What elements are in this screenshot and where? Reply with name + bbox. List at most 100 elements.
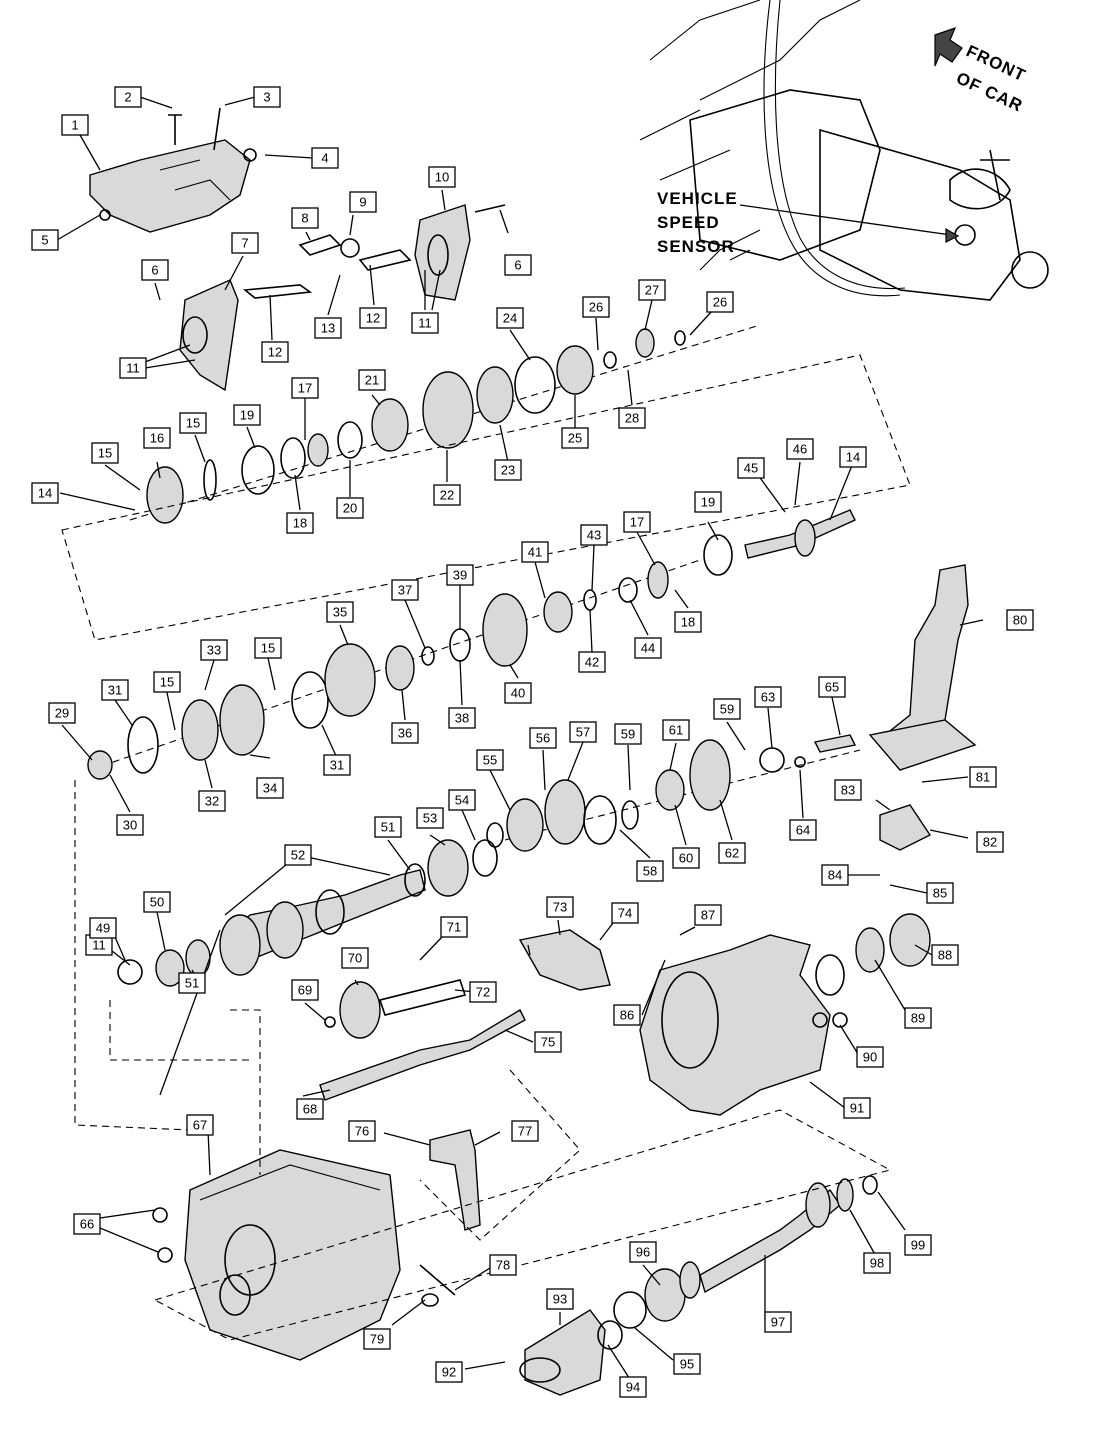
part-label-18-1: 18 [286,512,314,534]
part-label-box [521,541,549,563]
part-label-box [582,296,610,318]
part-label-17-2: 17 [623,511,651,533]
leader-lines [56,96,984,1385]
part-label-box [904,1234,932,1256]
part-label-7: 7 [231,232,259,254]
part-label-box [489,1254,517,1276]
part-label-box [253,86,281,108]
part-label-box [821,864,849,886]
part-label-text: 95 [680,1357,694,1372]
part-label-57: 57 [569,721,597,743]
part-label-box [618,407,646,429]
part-label-box [614,723,642,745]
vehicle-speed-sensor-label-line2: SPEED [657,213,720,232]
part-label-box [48,702,76,724]
part-label-32: 32 [198,790,226,812]
part-label-text: 93 [553,1292,567,1307]
part-label-75: 75 [534,1031,562,1053]
part-label-box [143,891,171,913]
part-label-72: 72 [469,981,497,1003]
part-label-text: 11 [418,316,432,331]
part-label-49: 49 [89,917,117,939]
part-label-95: 95 [673,1353,701,1375]
vehicle-speed-sensor-label-line1: VEHICLE [657,189,738,208]
part-label-text: 75 [541,1035,555,1050]
part-label-text: 19 [701,495,715,510]
part-label-box [634,637,662,659]
part-label-box [504,682,532,704]
part-label-box [358,369,386,391]
part-label-43: 43 [580,524,608,546]
part-label-text: 12 [268,345,282,360]
part-label-text: 70 [348,951,362,966]
part-label-text: 18 [293,516,307,531]
part-label-text: 57 [576,725,590,740]
part-label-box [326,601,354,623]
part-label-text: 18 [681,615,695,630]
part-label-box [496,307,524,329]
part-label-text: 22 [440,488,454,503]
part-label-box [694,491,722,513]
part-label-box [569,721,597,743]
part-label-text: 89 [911,1011,925,1026]
part-label-text: 2 [124,90,131,105]
part-label-text: 56 [536,731,550,746]
part-label-box [314,317,342,339]
part-label-11-2: 11 [411,312,439,334]
part-label-98: 98 [863,1252,891,1274]
part-label-41: 41 [521,541,549,563]
part-label-10: 10 [428,166,456,188]
part-label-52: 52 [284,844,312,866]
part-label-box [440,916,468,938]
part-label-box [73,1213,101,1235]
part-label-text: 60 [679,851,693,866]
part-label-text: 17 [630,515,644,530]
part-label-box [416,807,444,829]
part-label-76: 76 [348,1120,376,1142]
part-label-text: 9 [359,195,366,210]
part-label-box [834,779,862,801]
part-label-box [91,442,119,464]
part-label-box [233,404,261,426]
part-label-box [789,819,817,841]
part-label-text: 55 [483,753,497,768]
part-label-box [976,831,1004,853]
part-label-box [291,377,319,399]
part-label-box [629,1241,657,1263]
part-label-text: 43 [587,528,601,543]
part-label-box [737,457,765,479]
part-label-31-2: 31 [323,754,351,776]
part-label-69: 69 [291,979,319,1001]
part-label-65: 65 [818,676,846,698]
part-label-27: 27 [638,279,666,301]
part-label-36: 36 [391,722,419,744]
part-label-box [561,427,589,449]
part-label-box [198,790,226,812]
part-label-text: 15 [160,675,174,690]
part-label-box [433,484,461,506]
part-label-66: 66 [73,1213,101,1235]
part-label-text: 53 [423,811,437,826]
part-label-20: 20 [336,497,364,519]
part-label-text: 15 [98,446,112,461]
part-label-text: 38 [455,711,469,726]
part-label-3: 3 [253,86,281,108]
part-label-14-1: 14 [31,482,59,504]
part-label-13: 13 [314,317,342,339]
part-label-93: 93 [546,1288,574,1310]
part-label-59-2: 59 [713,698,741,720]
part-label-text: 99 [911,1238,925,1253]
part-label-text: 4 [321,151,328,166]
part-label-45: 45 [737,457,765,479]
part-label-box [101,679,129,701]
part-label-box [673,1353,701,1375]
part-label-box [391,579,419,601]
part-label-text: 44 [641,641,655,656]
part-label-38: 38 [448,707,476,729]
part-label-text: 6 [514,258,521,273]
part-label-box [706,291,734,313]
part-label-text: 83 [841,783,855,798]
part-label-46: 46 [786,438,814,460]
part-label-text: 62 [725,846,739,861]
